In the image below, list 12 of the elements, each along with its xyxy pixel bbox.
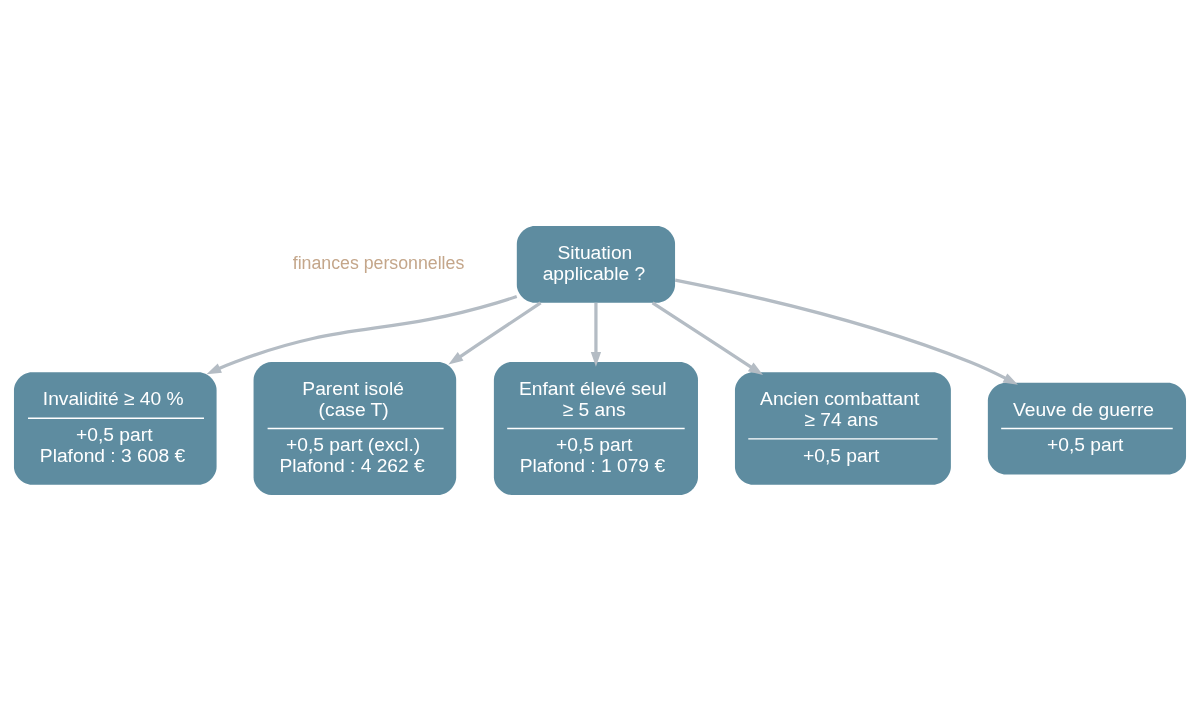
node-box: Situation applicable ? — [516, 225, 676, 303]
node-box: Ancien combattant ≥ 74 ans +0,5 part — [734, 372, 951, 485]
arrow — [674, 278, 1018, 385]
arrow — [206, 294, 518, 375]
node-box: Enfant élevé seul ≥ 5 ans +0,5 part Plafond : 1 079 € — [493, 362, 698, 496]
arrow — [448, 301, 542, 365]
node-box: Veuve de guerre +0,5 part — [987, 382, 1187, 475]
node-box: Invalidité ≥ 40 % +0,5 part Plafond : 3 608 € — [13, 372, 217, 485]
arrow — [590, 302, 602, 367]
node-box: Parent isolé (case T) +0,5 part (excl.) Plafond : 4 262 € — [253, 362, 457, 496]
label: finances personnelles — [292, 252, 465, 273]
arrow — [651, 301, 763, 375]
